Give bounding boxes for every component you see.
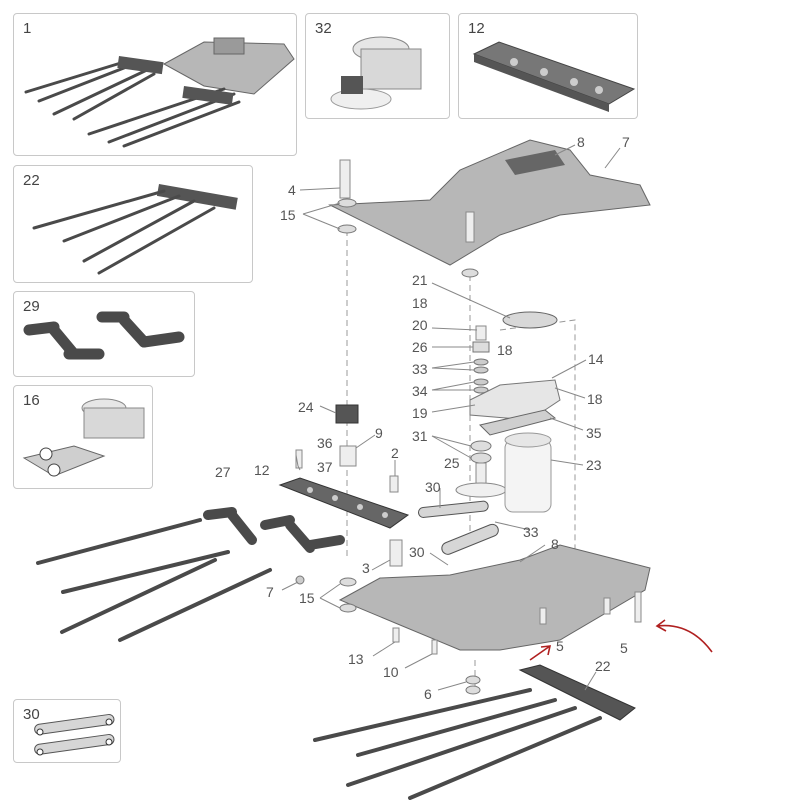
callout-36: 36 xyxy=(317,435,333,451)
callout-8-top: 8 xyxy=(577,134,585,150)
callout-12: 12 xyxy=(254,462,270,478)
washer-upper xyxy=(461,268,479,278)
callout-18-c: 18 xyxy=(587,391,603,407)
panel-label-30: 30 xyxy=(23,706,40,723)
callout-33-b: 33 xyxy=(523,524,539,540)
upper-top-plate xyxy=(328,139,651,266)
link-plates-illustration xyxy=(34,714,115,756)
clamp-block-12-holes xyxy=(307,487,388,518)
rod-clamp-22 xyxy=(518,664,636,721)
spacer-9 xyxy=(339,445,357,467)
panel-link-plates: 30 xyxy=(13,699,121,763)
spacer-26 xyxy=(472,341,490,353)
gear-21 xyxy=(502,311,558,329)
screw-4 xyxy=(339,159,351,199)
cover-plate-35 xyxy=(479,409,557,436)
washer-15b xyxy=(337,224,357,234)
panel-label-16: 16 xyxy=(23,392,40,409)
panel-rubber-grips: 29 xyxy=(13,291,195,377)
callout-14: 14 xyxy=(588,351,604,367)
callout-8-bottom: 8 xyxy=(551,536,559,552)
callout-7-bottom: 7 xyxy=(266,584,274,600)
callout-4: 4 xyxy=(288,182,296,198)
callout-22: 22 xyxy=(595,658,611,674)
standoff-3 xyxy=(389,539,403,567)
panel-rod-set: 22 xyxy=(13,165,253,283)
motor-23-top xyxy=(504,432,552,448)
washer-6a xyxy=(465,675,481,685)
panel-label-22: 22 xyxy=(23,172,40,189)
red-arrow-5a xyxy=(529,645,552,661)
panel-label-1: 1 xyxy=(23,20,32,37)
panel-label-12: 12 xyxy=(468,20,485,37)
lower-frame-plate xyxy=(338,544,651,651)
callout-5-a: 5 xyxy=(556,638,564,654)
mount-bracket-illustration xyxy=(22,398,145,477)
rods-left xyxy=(36,518,272,642)
link-plate-30a xyxy=(417,500,489,518)
callout-33-a: 33 xyxy=(412,361,428,377)
bushing-31a xyxy=(470,440,492,452)
callout-3: 3 xyxy=(362,560,370,576)
rubber-grips-illustration xyxy=(23,311,185,360)
rods-bottom xyxy=(313,688,602,800)
callout-19: 19 xyxy=(412,405,428,421)
panel-label-29: 29 xyxy=(23,298,40,315)
callout-20: 20 xyxy=(412,317,428,333)
callout-30-a: 30 xyxy=(425,479,441,495)
callout-26: 26 xyxy=(412,339,428,355)
motor-bracket-19 xyxy=(469,379,561,421)
link-plate-30b xyxy=(441,523,499,555)
motor-23 xyxy=(504,439,552,513)
callout-15-bottom: 15 xyxy=(299,590,315,606)
callout-15-top: 15 xyxy=(280,207,296,223)
callout-30-b: 30 xyxy=(409,544,425,560)
callout-31: 31 xyxy=(412,428,428,444)
callout-10: 10 xyxy=(383,664,399,680)
callout-5-b: 5 xyxy=(620,640,628,656)
clamp-block-12 xyxy=(278,477,410,529)
lower-screws xyxy=(392,591,642,655)
callout-23: 23 xyxy=(586,457,602,473)
callout-24: 24 xyxy=(298,399,314,415)
disc-25 xyxy=(455,482,507,498)
washer-15a xyxy=(337,198,357,208)
callout-2: 2 xyxy=(391,445,399,461)
clamp-block-illustration xyxy=(472,41,636,112)
bearing-24 xyxy=(335,404,359,424)
rod-set-illustration xyxy=(32,184,238,275)
callout-13: 13 xyxy=(348,651,364,667)
panel-clamp-block: 12 xyxy=(458,13,638,119)
callout-9: 9 xyxy=(375,425,383,441)
callout-18-a: 18 xyxy=(412,295,428,311)
fan-grille xyxy=(505,150,565,175)
panel-label-32: 32 xyxy=(315,20,332,37)
callout-7-top: 7 xyxy=(622,134,630,150)
frame-assembly-illustration xyxy=(24,37,295,148)
spring-washers-33-34 xyxy=(473,358,489,394)
screw-2 xyxy=(389,475,399,493)
callout-34: 34 xyxy=(412,383,428,399)
washer-15c xyxy=(339,577,357,587)
bushing-31b xyxy=(470,452,492,464)
callout-18-b: 18 xyxy=(497,342,513,358)
callout-37: 37 xyxy=(317,459,333,475)
callout-35: 35 xyxy=(586,425,602,441)
washer-6b xyxy=(465,685,481,695)
leader-lines xyxy=(281,144,621,691)
panel-frame-assembly: 1 xyxy=(13,13,297,156)
callout-21: 21 xyxy=(412,272,428,288)
motor-mount-illustration xyxy=(330,36,422,110)
washer-15d xyxy=(339,603,357,613)
panel-mount-bracket: 16 xyxy=(13,385,153,489)
callout-6: 6 xyxy=(424,686,432,702)
bolt-20 xyxy=(475,325,487,341)
callout-27: 27 xyxy=(215,464,231,480)
panel-motor-mount: 32 xyxy=(305,13,450,119)
red-arrow-5b xyxy=(655,619,713,653)
callout-25: 25 xyxy=(444,455,460,471)
screw-upper xyxy=(465,211,475,243)
grips-27 xyxy=(203,507,345,553)
